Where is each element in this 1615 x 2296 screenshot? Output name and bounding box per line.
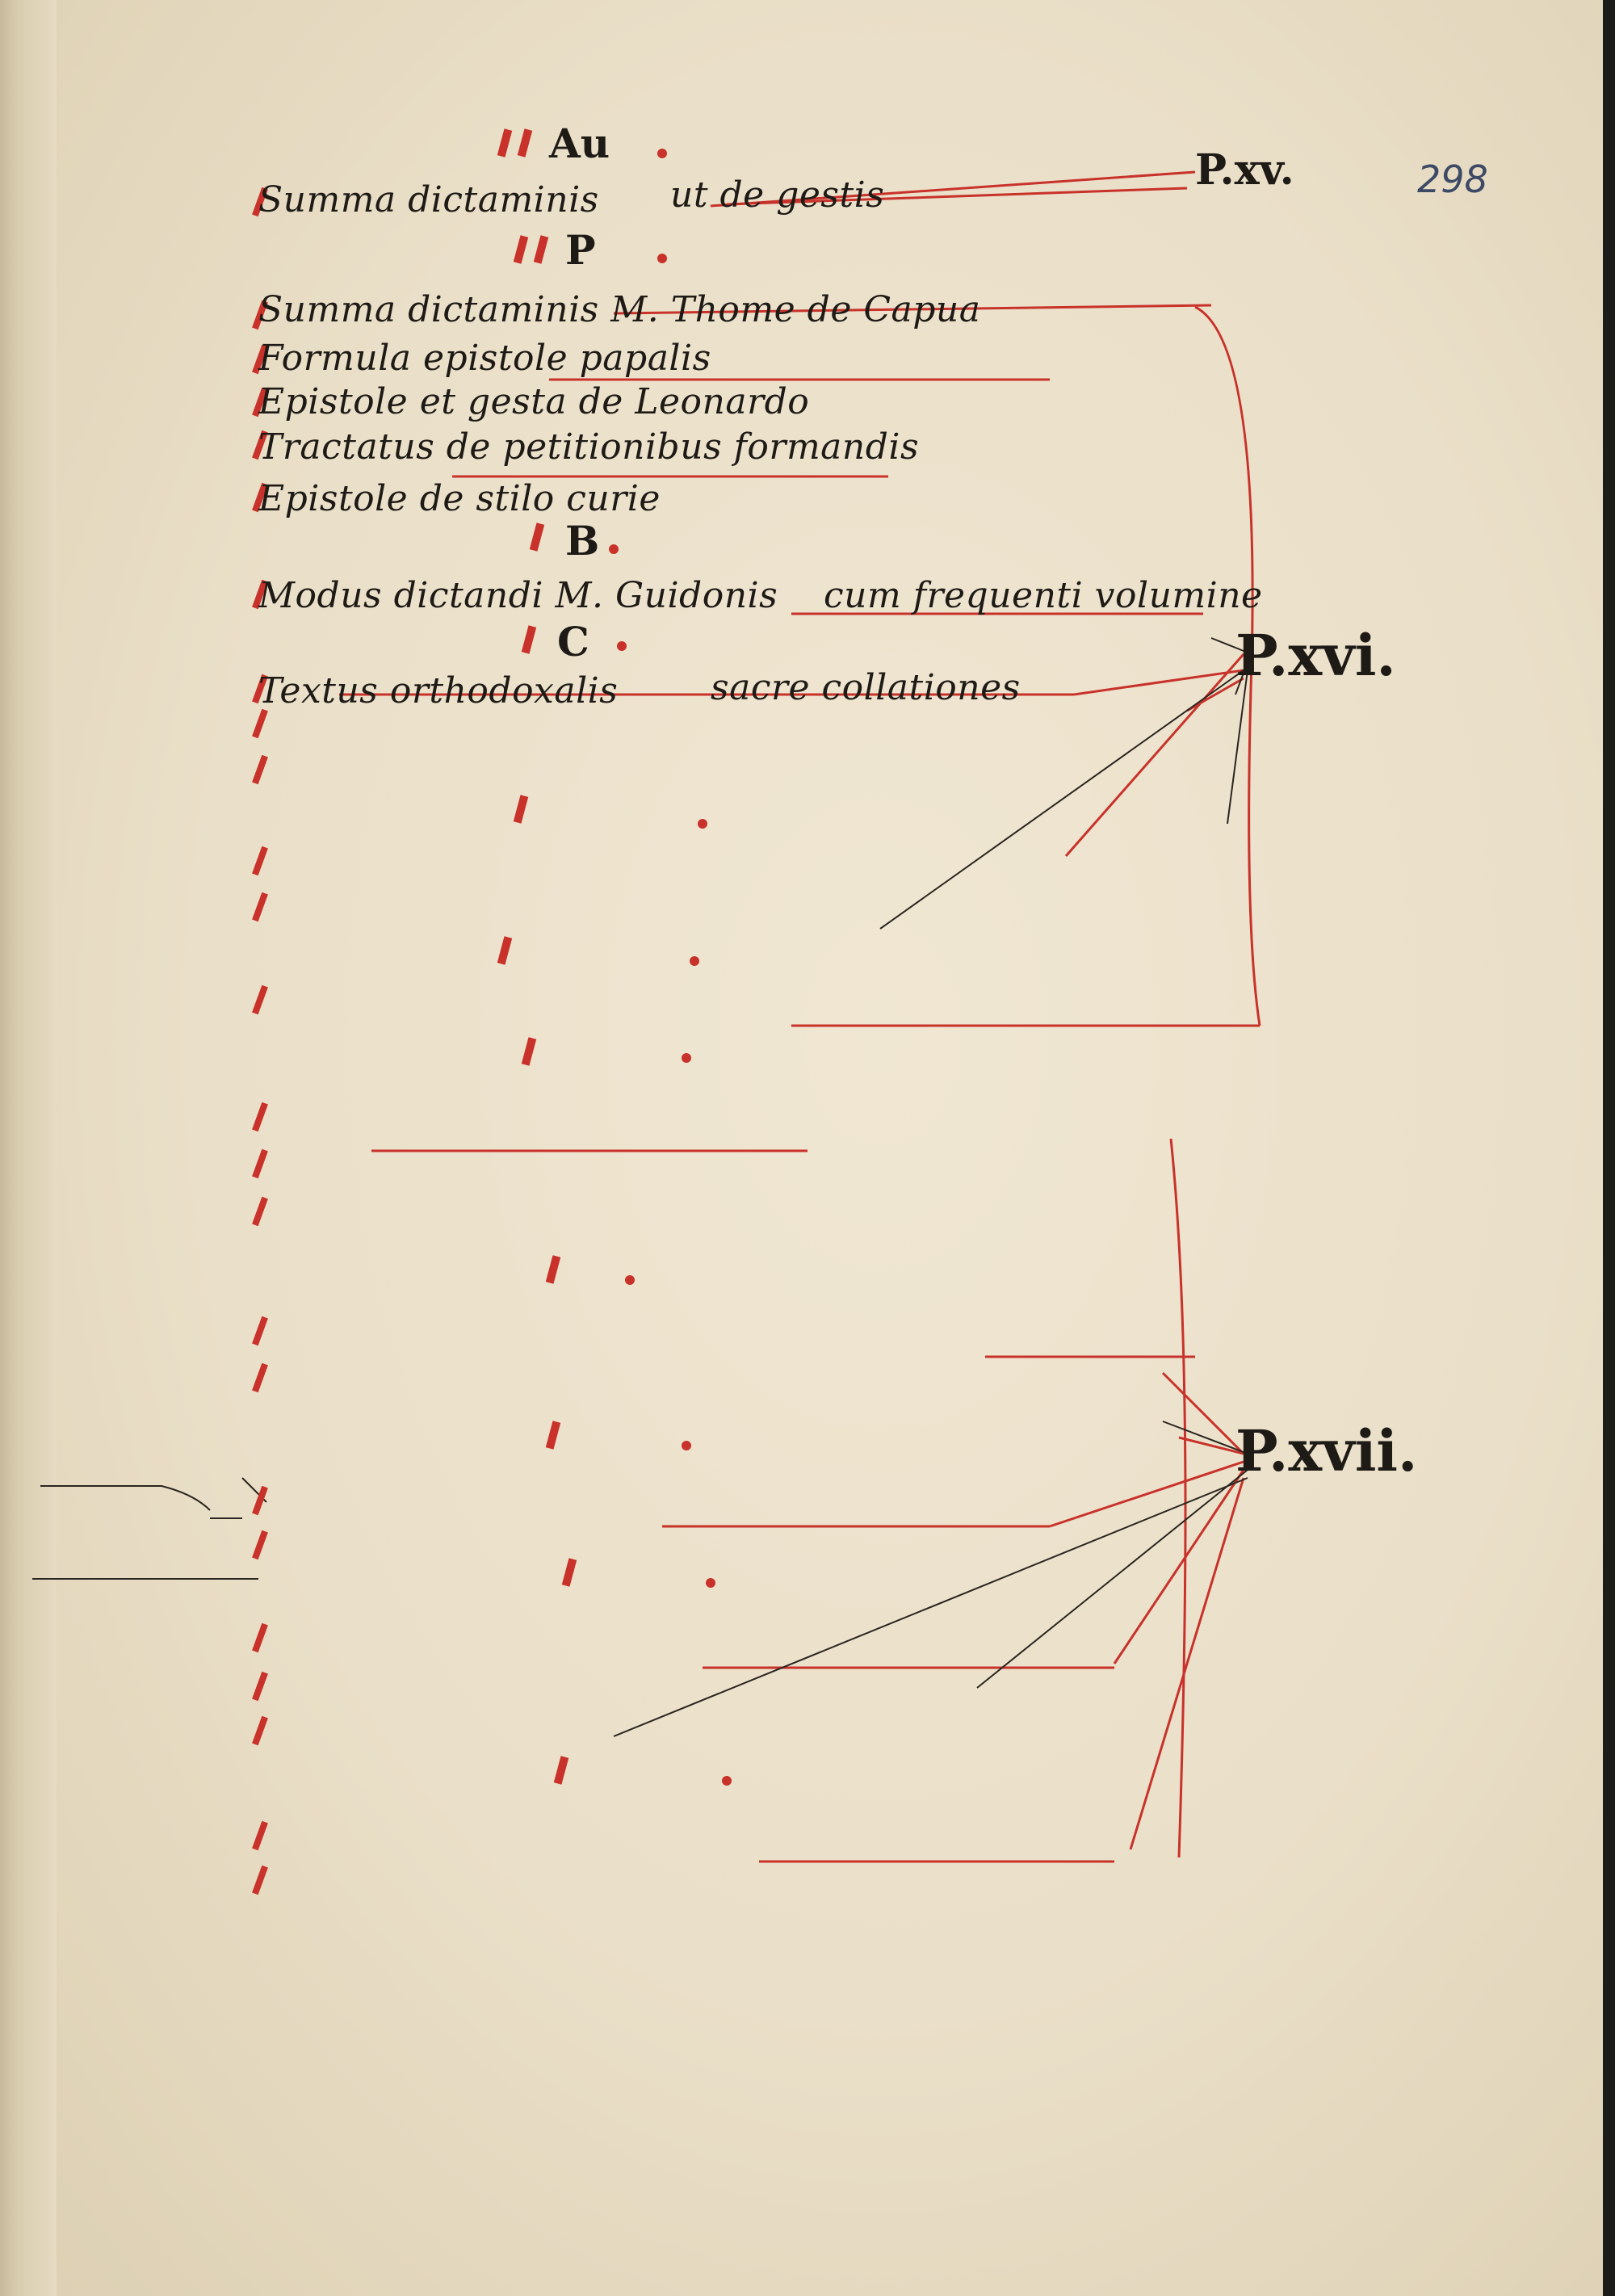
entry-line: Summa dictaminis bbox=[258, 179, 599, 220]
entry-line: Summa dictaminis M. Thome de Capua bbox=[258, 289, 981, 330]
entry-line: cum frequenti volumine bbox=[824, 575, 1263, 616]
entry-line: Formula epistole papalis bbox=[258, 338, 711, 379]
entry-line: Textus orthodoxalis bbox=[258, 670, 619, 711]
entry-line: Epistole et gesta de Leonardo bbox=[258, 381, 810, 422]
section-letter: P bbox=[565, 226, 596, 274]
page-edge bbox=[1603, 0, 1615, 2296]
entry-line: Epistole de stilo curie bbox=[258, 478, 661, 519]
section-letter: B bbox=[565, 517, 600, 565]
entry-line: Modus dictandi M. Guidonis bbox=[258, 575, 778, 616]
mark-p-xv: P.xv. bbox=[1195, 145, 1294, 195]
mark-p-xvi: P.xvi. bbox=[1235, 622, 1396, 689]
gutter-shadow bbox=[0, 0, 57, 2296]
folio-number: 298 bbox=[1417, 157, 1488, 201]
section-letter: C bbox=[557, 618, 589, 665]
entry-line: sacre collationes bbox=[711, 667, 1021, 708]
section-letter: Au bbox=[549, 120, 610, 167]
entry-line: Tractatus de petitionibus formandis bbox=[258, 426, 920, 468]
mark-p-xvii: P.xvii. bbox=[1235, 1417, 1418, 1484]
entry-line: ut de gestis bbox=[670, 174, 885, 216]
